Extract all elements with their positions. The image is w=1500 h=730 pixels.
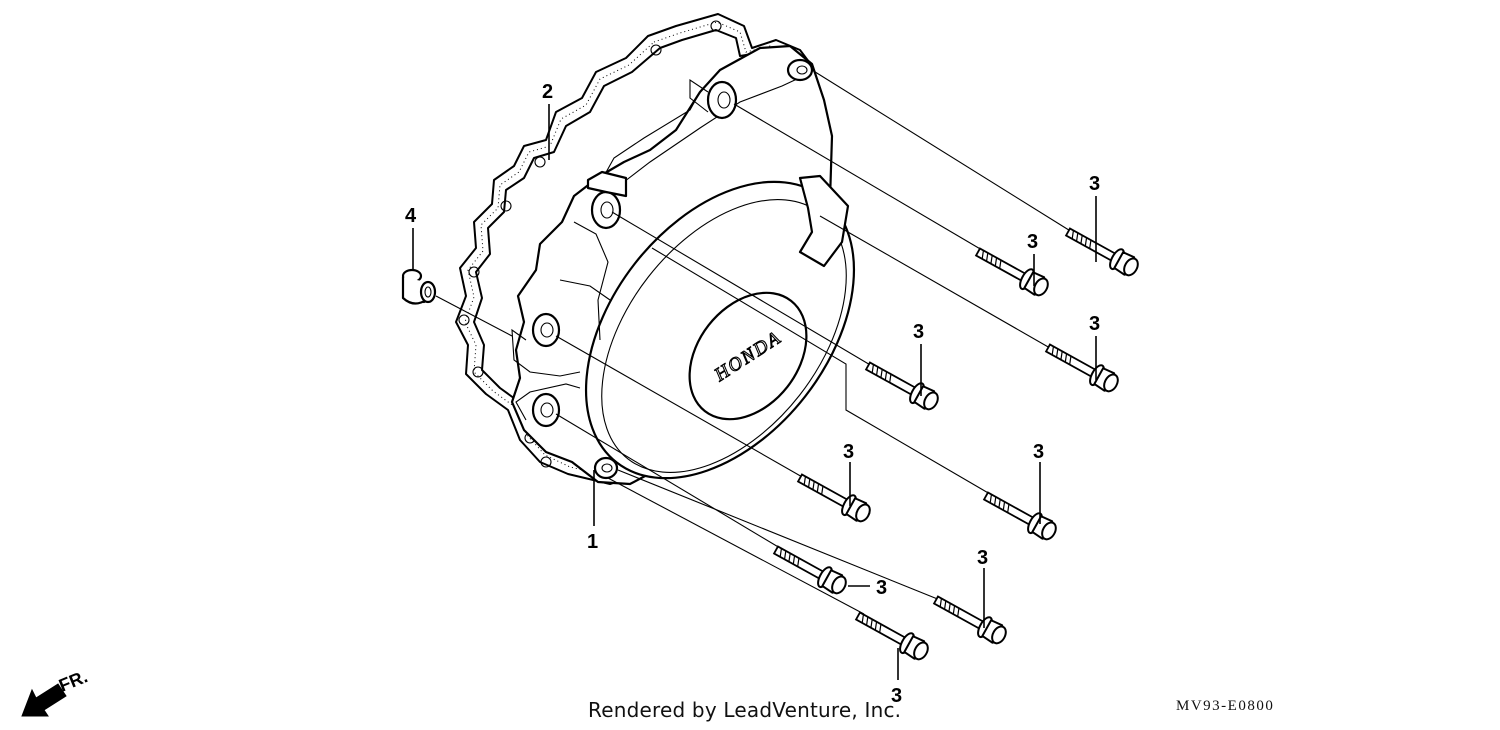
callout-bolt: 3 bbox=[977, 547, 988, 569]
callout-labels: 2 4 1 3 3 3 3 3 3 3 3 3 bbox=[405, 81, 1100, 707]
callout-dowel: 4 bbox=[405, 205, 417, 227]
callout-bolt: 3 bbox=[1033, 441, 1044, 463]
front-direction-indicator: FR. bbox=[21, 666, 90, 717]
bolt bbox=[769, 539, 851, 599]
callout-bolt: 3 bbox=[876, 577, 887, 599]
callout-bolt: 3 bbox=[1089, 173, 1100, 195]
callout-bolt: 3 bbox=[891, 685, 902, 707]
callout-cover: 1 bbox=[587, 531, 598, 553]
callout-leaders bbox=[412, 104, 1097, 680]
bolt bbox=[929, 589, 1011, 649]
bolt bbox=[979, 485, 1061, 545]
bolt bbox=[793, 467, 875, 527]
render-credit: Rendered by LeadVenture, Inc. bbox=[588, 698, 902, 722]
front-label: FR. bbox=[56, 666, 90, 695]
bolt bbox=[851, 605, 933, 665]
mounting-bosses bbox=[511, 58, 814, 480]
diagram-code: MV93-E0800 bbox=[1176, 698, 1275, 714]
callout-bolt: 3 bbox=[843, 441, 854, 463]
callout-bolt: 3 bbox=[1027, 231, 1038, 253]
bolt bbox=[861, 355, 943, 415]
dowel-pin bbox=[401, 268, 437, 305]
bolt bbox=[1061, 221, 1143, 281]
bolt bbox=[1041, 337, 1123, 397]
front-arrow-icon bbox=[21, 683, 67, 717]
callout-bolt: 3 bbox=[913, 321, 924, 343]
left-crankcase-cover: HONDA bbox=[510, 44, 856, 486]
callout-bolt: 3 bbox=[1089, 313, 1100, 335]
callout-gasket: 2 bbox=[542, 81, 553, 103]
alignment-lines bbox=[435, 69, 1073, 615]
bolt bbox=[971, 241, 1053, 301]
